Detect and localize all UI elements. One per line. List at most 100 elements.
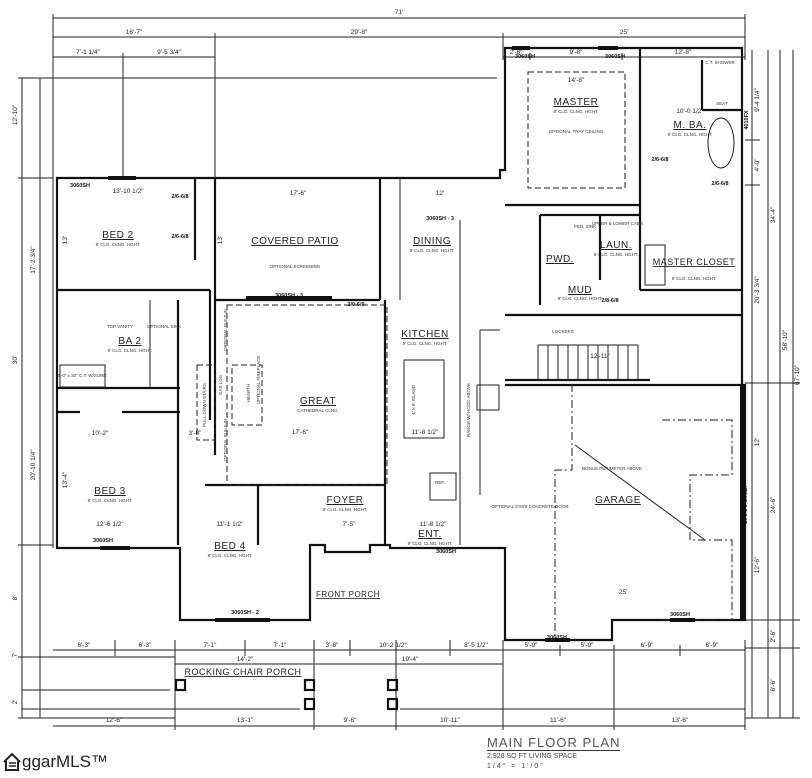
dim: 25': [619, 589, 627, 596]
door-label: 3/0-6/0: [347, 302, 364, 308]
room-sub: 9' CLG. CLNG. HGHT.: [323, 507, 368, 512]
window-label: 3060SH - 2: [231, 610, 259, 616]
dim: 7'-1": [274, 642, 288, 649]
dim: 7'-1": [204, 642, 218, 649]
refrigerator: [429, 472, 457, 501]
dim: 13'-10 1/2": [112, 188, 144, 195]
room-sub: 9' CLG. CLNG. HGHT.: [668, 132, 713, 137]
room-sub: 9' CLG. CLNG. HGHT.: [408, 541, 453, 546]
window-label: 3060SH: [605, 54, 625, 60]
windows: [100, 46, 744, 642]
fireplace-label: OPTIONAL FIREPLACE: [256, 356, 261, 405]
stairs: [537, 344, 639, 381]
side-dimensions: 12'-10" 17'-2 3/4" 30' 20'-10 1/4" 8' 7'…: [12, 50, 801, 719]
dim: 19'-4": [402, 656, 419, 663]
dim: 6'-6": [770, 678, 777, 692]
range-label: RANGE W/ HOOD ABOVE: [466, 383, 471, 437]
sink-label: OPTIONAL SINK: [147, 324, 181, 329]
room-sub: 9' CLG. CLNG. HGHT.: [594, 252, 639, 257]
room-labels: BED 2 9' CLG. CLNG. HGHT. COVERED PATIO …: [88, 97, 736, 677]
dim: 17'-6": [292, 429, 309, 436]
dim: 4'-0": [754, 158, 761, 172]
room-sub: 9' CLG. CLNG. HGHT.: [108, 348, 153, 353]
room-sub: 9' CLG. CLNG. HGHT.: [96, 242, 141, 247]
dim: 8': [12, 596, 19, 601]
window-label: 3060SH: [670, 612, 690, 618]
dim: 20'-10 1/4": [30, 449, 37, 481]
lockers-label: LOCKERS: [552, 329, 574, 334]
room-garage: GARAGE: [595, 495, 641, 506]
room-sub: 9' CLG. CLNG. HGHT.: [403, 341, 448, 346]
window-label: 4010FX: [744, 110, 750, 130]
dim: 9'-4 1/4": [754, 87, 761, 111]
dim: 30': [12, 356, 19, 364]
dim: 3'-8": [326, 642, 340, 649]
window-label: 3060SH: [436, 549, 456, 555]
room-master-closet: MASTER CLOSET: [653, 257, 736, 267]
room-master-bath: M. BA.: [673, 120, 706, 131]
dim: 11'-8 1/2": [412, 429, 440, 436]
window-label: 3060SH - 3: [275, 293, 303, 299]
porch-posts: [22, 678, 745, 711]
dim: 58'-10": [782, 329, 789, 350]
window-label: 3060SH: [515, 54, 535, 60]
dim: 7'-5": [343, 521, 357, 528]
room-kitchen: KITCHEN: [401, 329, 448, 340]
dashed-features: [196, 71, 733, 640]
room-covered-patio: COVERED PATIO: [251, 236, 338, 247]
dim: 25': [620, 29, 628, 36]
dim: 7': [12, 653, 19, 658]
dim: 34'-4": [770, 206, 777, 223]
window-label: 3060SH: [547, 635, 567, 641]
dim: 8'-5 1/2": [464, 642, 488, 649]
shower-label: C.T. SHOWER: [705, 60, 735, 65]
room-bed-3: BED 3: [94, 486, 125, 497]
dim: 6'-9": [706, 642, 720, 649]
dim: 13'-4": [62, 471, 69, 488]
dim: 11'-6": [550, 717, 567, 724]
dim: 10'-11": [440, 717, 460, 724]
room-sub: 9' CLG. CLNG. HGHT.: [554, 109, 599, 114]
dim: 10'-2": [92, 430, 109, 437]
dim: 13': [217, 236, 224, 244]
dim-overall-width: 71': [395, 9, 403, 16]
ref-label: REF.: [435, 480, 445, 485]
door-label: 2/6-6/8: [651, 157, 668, 163]
dim: 9'-5 3/4": [157, 49, 181, 56]
dim: 2'-8": [510, 49, 524, 56]
exterior-walls: [52, 46, 747, 642]
room-foyer: FOYER: [327, 495, 364, 506]
room-front-porch: FRONT PORCH: [316, 590, 380, 599]
cabinets-label: UPPER & LOWER CABS.: [592, 221, 644, 226]
living-space-label: 2,928 SQ FT LIVING SPACE: [487, 753, 577, 760]
tray-ceiling-outline: [527, 71, 626, 189]
mls-logo: ggarMLS™: [2, 752, 108, 772]
room-sub: CATHEDRAL CLNG.: [297, 408, 339, 413]
built-in-label: OPTIONAL BUILT-IN: [223, 419, 228, 461]
room-powder: PWD.: [546, 254, 574, 265]
dim: 2': [12, 700, 19, 705]
dim: 17'-2 3/4": [30, 246, 37, 274]
room-note: OPTIONAL SCREENING: [270, 264, 321, 269]
pull-down-stairs-label: PULL DOWN STAIRS: [202, 383, 207, 427]
house-icon: [3, 752, 21, 771]
window-label: 3060SH: [70, 183, 90, 189]
room-bed-4: BED 4: [214, 541, 245, 552]
range-icon: [476, 384, 500, 411]
top-dimensions: 71' 16'-7" 29'-8" 25' 7'-1 1/4" 9'-5 3/4…: [52, 9, 746, 545]
dim: 16'-7": [126, 29, 143, 36]
washer-dryer: [644, 244, 666, 286]
room-master: MASTER: [554, 97, 599, 108]
dim: 10'-2 1/2": [379, 642, 407, 649]
dim: 9'-6": [344, 717, 358, 724]
dim: 12'-6": [754, 556, 761, 573]
dim: 13': [62, 236, 69, 244]
dim: 13'-1": [237, 717, 254, 724]
dim: 67'-10": [794, 364, 801, 385]
dim: 12'-8": [675, 49, 692, 56]
dim: 14'-2": [237, 656, 254, 663]
room-note: OPTIONAL TRAY CEILING: [549, 129, 604, 134]
plan-notes: 3060SH 3060SH - 3 3060SH - 3 3060SH 3060…: [57, 54, 750, 641]
dim: 12'-6 1/2": [96, 521, 124, 528]
